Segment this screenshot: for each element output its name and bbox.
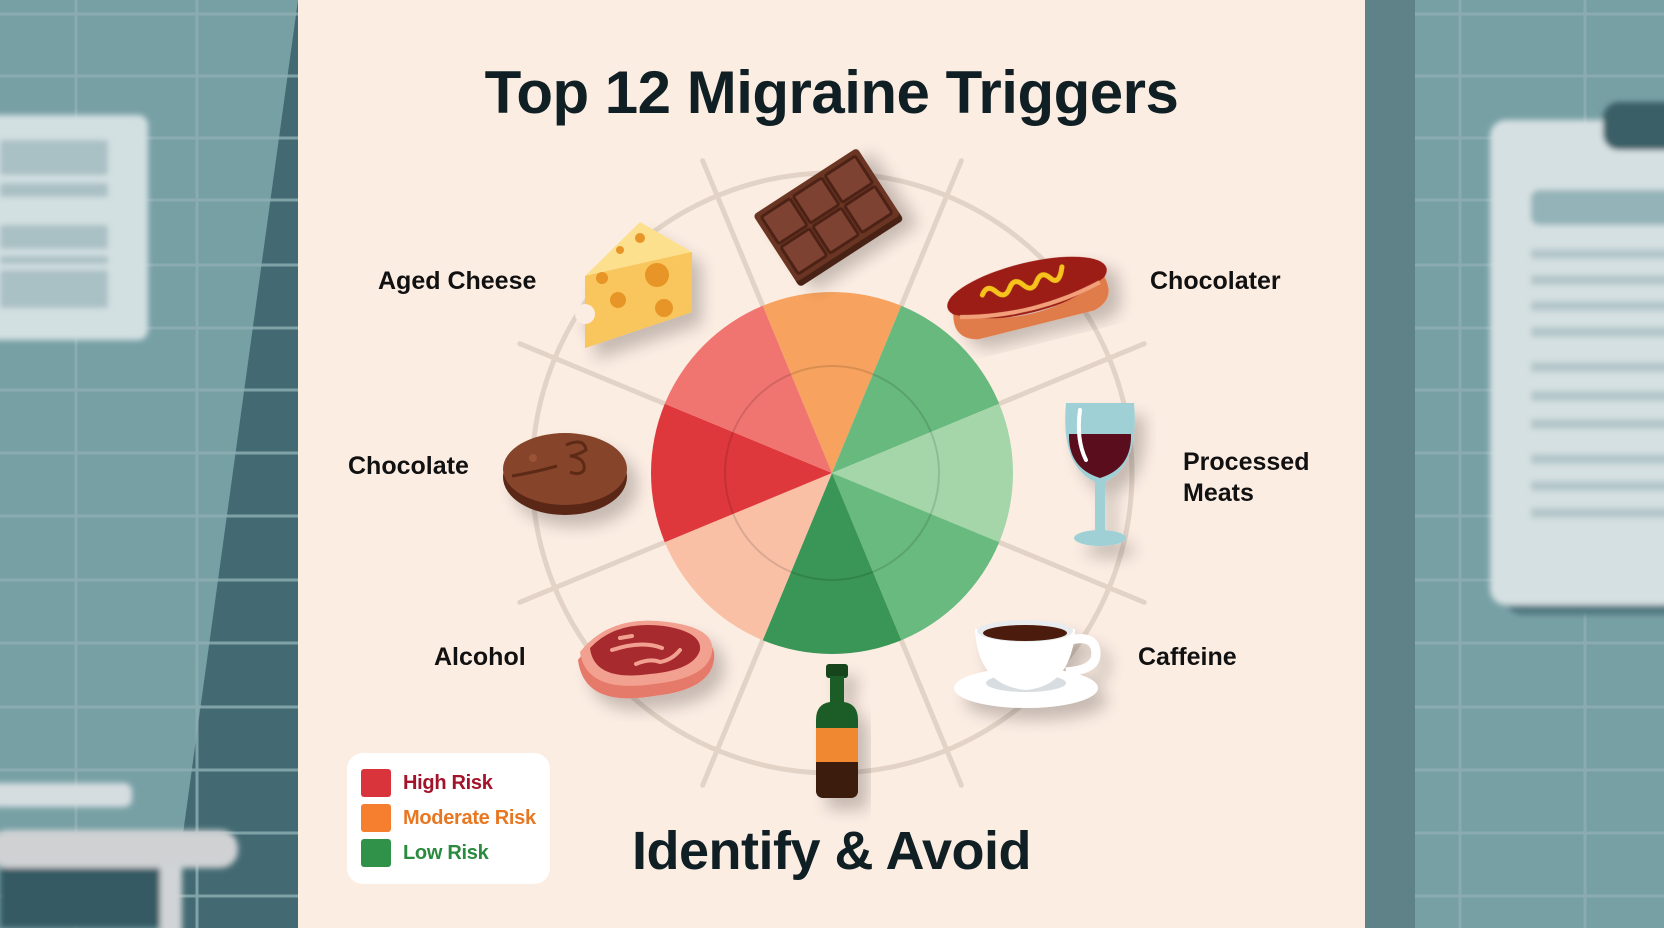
spoke-line: [898, 635, 964, 788]
pie-wedge: [762, 292, 902, 473]
legend-item-moderate: Moderate Risk: [361, 803, 536, 833]
label-chocolater: Chocolater: [1150, 267, 1281, 295]
legend-item-high: High Risk: [361, 768, 493, 798]
pie-wedge: [664, 473, 832, 641]
spoke-line: [517, 539, 670, 605]
pie-wedge: [651, 403, 832, 543]
swatch-moderate-risk: [361, 804, 391, 832]
legend-label-high: High Risk: [403, 771, 493, 794]
label-caffeine: Caffeine: [1138, 643, 1237, 671]
spoke-line: [700, 158, 766, 311]
steak-icon: [578, 620, 715, 699]
swatch-low-risk: [361, 839, 391, 867]
chocolate-cookie-icon: [503, 433, 627, 515]
page-title: Top 12 Migraine Triggers: [484, 59, 1179, 126]
legend-label-low: Low Risk: [403, 841, 489, 864]
pie-wedge: [762, 473, 902, 654]
pie-wedge: [832, 403, 1013, 543]
pie-wedge: [832, 473, 1000, 641]
spoke-line: [700, 635, 766, 788]
pie-wedge: [664, 305, 832, 473]
legend: High Risk Moderate Risk Low Risk: [347, 753, 550, 884]
cheese-icon: [575, 222, 692, 348]
label-processed-meats: Processed Meats: [1183, 447, 1309, 509]
wine-bottle-icon: [816, 664, 858, 798]
label-aged-cheese: Aged Cheese: [378, 267, 537, 295]
legend-item-low: Low Risk: [361, 838, 489, 868]
label-processed-meats-line2: Meats: [1183, 479, 1254, 507]
label-alcohol: Alcohol: [434, 643, 526, 671]
inner-ring: [724, 365, 940, 581]
label-chocolate: Chocolate: [348, 452, 469, 480]
label-processed-meats-line1: Processed: [1183, 448, 1310, 476]
pie-wedges: [651, 292, 1013, 654]
spoke-line: [517, 341, 670, 407]
spoke-line: [994, 539, 1147, 605]
spoke-line: [898, 158, 964, 311]
wine-glass-icon: [1065, 403, 1135, 546]
swatch-high-risk: [361, 769, 391, 797]
pie-wedge: [832, 305, 1000, 473]
spoke-line: [994, 341, 1147, 407]
legend-label-moderate: Moderate Risk: [403, 806, 536, 829]
chocolate-bar-icon: [754, 149, 903, 286]
coffee-cup-icon: [954, 620, 1101, 708]
hotdog-icon: [947, 256, 1109, 340]
spoke-lines: [517, 158, 1147, 788]
subtitle: Identify & Avoid: [631, 821, 1032, 881]
